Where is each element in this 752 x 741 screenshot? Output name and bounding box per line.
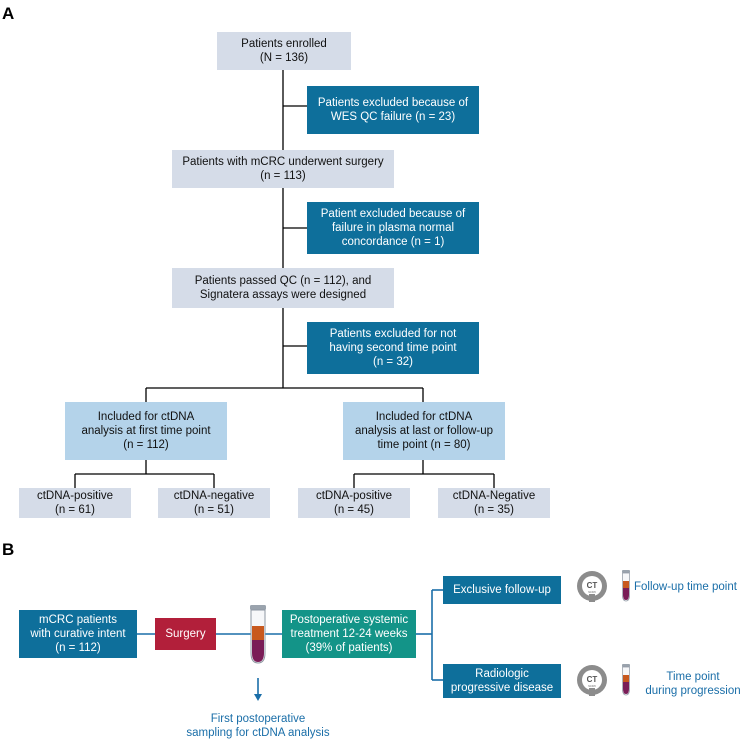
ct-small-text: scan [588,684,595,688]
excluded-plasma-box: Patient excluded because of failure in p… [307,202,479,254]
progression-timepoint-label: Time point during progression [645,671,741,697]
ct-text: CT [587,581,598,590]
progressive-disease-box: Radiologic progressive disease [443,664,561,698]
ct-text: CT [587,675,598,684]
mcrc-patients-box: mCRC patients with curative intent (n = … [19,610,137,658]
ct-scan-icon: CT scan [576,664,608,696]
ct-scan-icon: CT scan [576,570,608,602]
surgery-box: Patients with mCRC underwent surgery (n … [172,150,394,188]
treatment-box: Postoperative systemic treatment 12-24 w… [282,610,416,658]
last-timepoint-box: Included for ctDNA analysis at last or f… [343,402,505,460]
followup-timepoint-label: Follow-up time point [634,581,737,593]
blood-tube-icon [622,570,630,602]
ctdna-negative-first: ctDNA-negative (n = 51) [158,488,270,518]
first-timepoint-box: Included for ctDNA analysis at first tim… [65,402,227,460]
ctdna-positive-first: ctDNA-positive (n = 61) [19,488,131,518]
follow-up-box: Exclusive follow-up [443,576,561,604]
excluded-wes-box: Patients excluded because of WES QC fail… [307,86,479,134]
passed-qc-box: Patients passed QC (n = 112), and Signat… [172,268,394,308]
panel-b-label: B [2,540,15,559]
blood-tube-icon [622,664,630,696]
sampling-label: First postoperative sampling for ctDNA a… [186,713,330,739]
excluded-second-box: Patients excluded for not having second … [307,322,479,374]
surgery-step-box: Surgery [155,618,216,650]
panel-a-label: A [2,4,15,23]
ctdna-positive-last: ctDNA-positive (n = 45) [298,488,410,518]
enrolled-box: Patients enrolled (N = 136) [217,32,351,70]
ct-small-text: scan [588,590,595,594]
blood-tube-icon [250,605,266,664]
ctdna-negative-last: ctDNA-Negative (n = 35) [438,488,550,518]
